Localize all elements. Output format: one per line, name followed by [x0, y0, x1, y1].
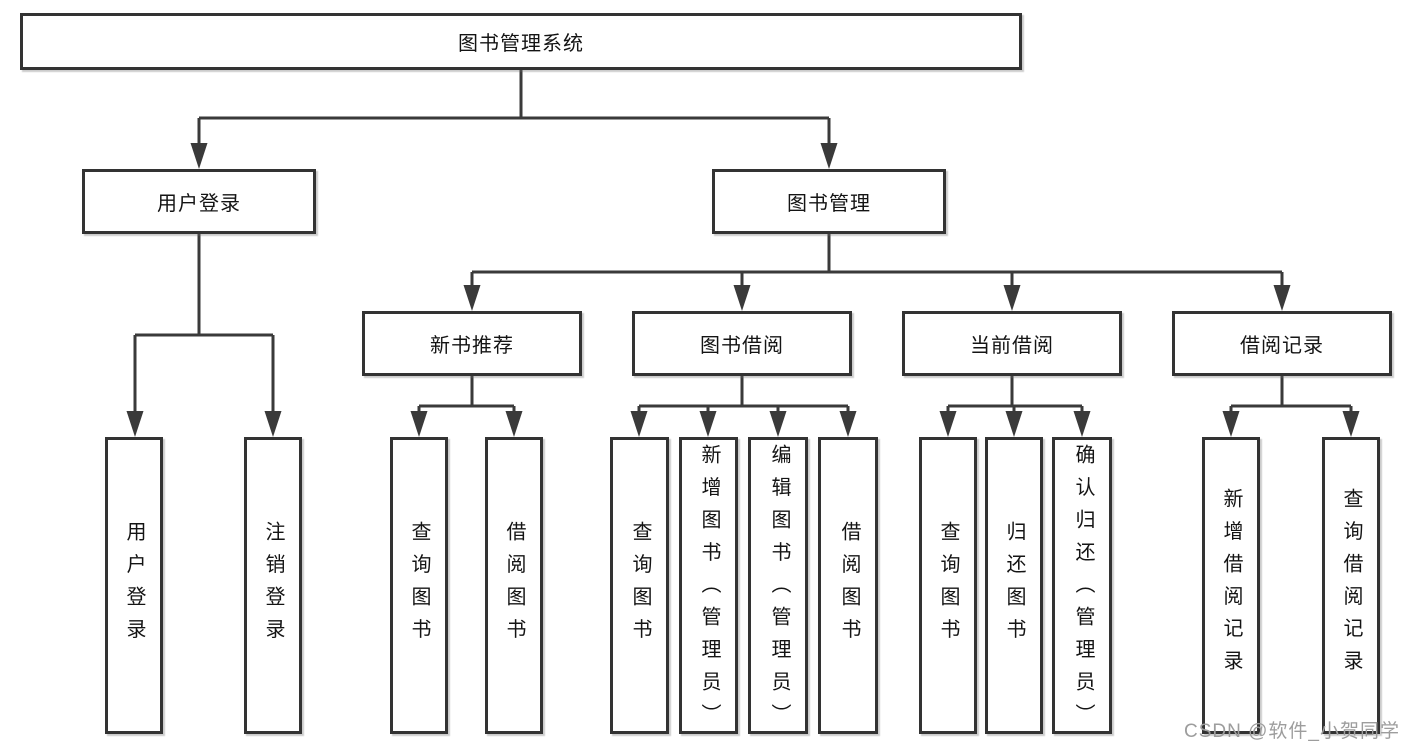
arrow-to-leaf-add-books — [699, 411, 717, 437]
leaf-add-borrow-record: 新增借阅记录 — [1202, 437, 1260, 734]
leaf-query-books-3: 查询图书 — [919, 437, 977, 734]
node-book-management: 图书管理 — [712, 169, 946, 234]
connector-book-borrowing-to-children — [637, 376, 850, 420]
arrow-to-leaf-borrow-books-2 — [839, 411, 857, 437]
leaf-return-books: 归还图书 — [985, 437, 1043, 734]
connector-book-management-to-level3 — [470, 233, 1284, 294]
leaf-user-login: 用户登录 — [105, 437, 163, 734]
watermark-text: CSDN @软件_小贺同学 — [1184, 721, 1400, 742]
arrow-to-leaf-add-record — [1222, 411, 1240, 437]
node-library-management-system: 图书管理系统 — [20, 13, 1022, 70]
leaf-query-books-2: 查询图书 — [610, 437, 669, 734]
leaf-query-borrow-record: 查询借阅记录 — [1322, 437, 1380, 734]
arrow-to-leaf-query-books-1 — [410, 411, 428, 437]
arrow-to-leaf-return-books — [1005, 411, 1023, 437]
leaf-borrow-books-1: 借阅图书 — [485, 437, 543, 734]
leaf-query-books-1: 查询图书 — [390, 437, 448, 734]
leaf-borrow-books-2: 借阅图书 — [818, 437, 878, 734]
node-new-book-recommendation: 新书推荐 — [362, 311, 582, 376]
arrowheads — [126, 143, 1360, 437]
node-book-borrowing: 图书借阅 — [632, 311, 852, 376]
connector-root-to-level2 — [197, 69, 831, 152]
arrow-to-book-management — [820, 143, 838, 169]
arrow-to-leaf-borrow-books-1 — [505, 411, 523, 437]
arrow-to-leaf-user-login — [126, 411, 144, 437]
arrow-to-leaf-query-books-3 — [939, 411, 957, 437]
arrow-to-new-book — [463, 285, 481, 311]
leaf-logout: 注销登录 — [244, 437, 302, 734]
node-borrowing-records: 借阅记录 — [1172, 311, 1392, 376]
leaf-edit-books-admin: 编辑图书（管理员） — [748, 437, 808, 736]
connector-user-login-to-children — [133, 233, 275, 420]
arrow-to-book-borrowing — [733, 285, 751, 311]
node-current-borrowing: 当前借阅 — [902, 311, 1122, 376]
arrow-to-leaf-edit-books — [769, 411, 787, 437]
arrow-to-leaf-confirm-return — [1073, 411, 1091, 437]
arrow-to-leaf-query-books-2 — [630, 411, 648, 437]
connector-new-book-to-children — [417, 376, 516, 420]
node-user-login: 用户登录 — [82, 169, 316, 234]
leaf-confirm-return-admin: 确认归还（管理员） — [1052, 437, 1112, 736]
arrow-to-leaf-logout — [264, 411, 282, 437]
arrow-to-leaf-query-record — [1342, 411, 1360, 437]
arrow-to-user-login — [190, 143, 208, 169]
leaf-add-books-admin: 新增图书（管理员） — [679, 437, 738, 736]
arrow-to-current-borrowing — [1003, 285, 1021, 311]
connector-borrowing-records-to-children — [1229, 376, 1353, 420]
arrow-to-borrowing-records — [1273, 285, 1291, 311]
